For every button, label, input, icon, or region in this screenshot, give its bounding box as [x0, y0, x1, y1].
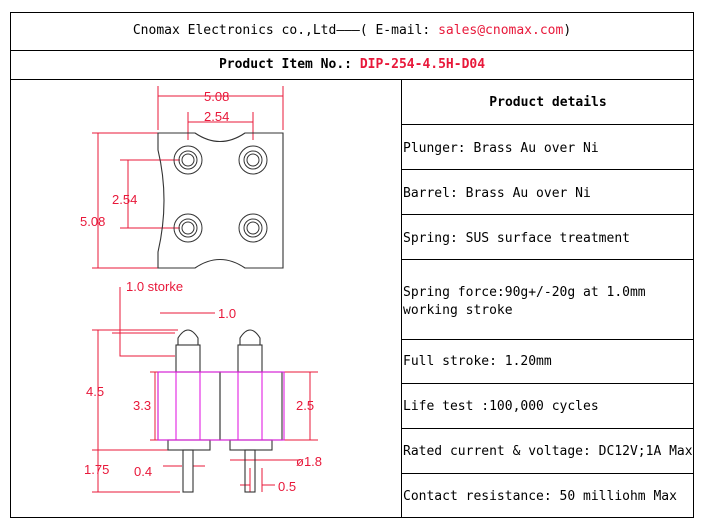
- item-number: DIP-254-4.5H-D04: [359, 57, 486, 72]
- technical-drawing: 5.08 2.54 2.54 5.08 1.0 storke 1.0 4.5 3…: [80, 86, 322, 494]
- dim-tip: 1.0: [218, 306, 236, 321]
- top-view-outline: [157, 132, 284, 269]
- side-view-outline: [157, 329, 283, 493]
- column-divider: [401, 79, 402, 518]
- detail-full-stroke: Full stroke: 1.20mm: [403, 354, 552, 369]
- row-divider: [402, 214, 694, 215]
- divider: [10, 50, 694, 51]
- dim-barrel: 2.5: [296, 398, 314, 413]
- dim-top-width: 5.08: [204, 89, 229, 104]
- row-divider: [402, 428, 694, 429]
- dim-total: 4.5: [86, 384, 104, 399]
- dim-tail: 1.75: [84, 462, 109, 477]
- company-name: Cnomax Electronics co.,Ltd———( E-mail:: [132, 23, 439, 38]
- company-header: Cnomax Electronics co.,Ltd———( E-mail: s…: [10, 23, 694, 38]
- item-label: Product Item No.:: [218, 57, 360, 72]
- row-divider: [402, 124, 694, 125]
- details-title: Product details: [489, 95, 607, 110]
- header-close: ): [563, 23, 572, 38]
- dim-body: 3.3: [133, 398, 151, 413]
- detail-plunger: Plunger: Brass Au over Ni: [403, 141, 599, 156]
- row-divider: [402, 169, 694, 170]
- dim-pitch-vertical: 2.54: [112, 192, 137, 207]
- dim-stroke: 1.0 storke: [126, 279, 183, 294]
- row-divider: [402, 473, 694, 474]
- row-divider: [402, 259, 694, 260]
- spec-sheet-frame: [10, 12, 694, 518]
- detail-rated: Rated current & voltage: DC12V;1A Max: [403, 444, 693, 459]
- dim-height: 5.08: [80, 214, 105, 229]
- detail-spring: Spring: SUS surface treatment: [403, 231, 630, 246]
- dim-pitch: 2.54: [204, 109, 229, 124]
- product-item: Product Item No.: DIP-254-4.5H-D04: [10, 57, 694, 72]
- detail-spring-force: Spring force:90g+/-20g at 1.0mm working …: [403, 285, 646, 318]
- detail-barrel: Barrel: Brass Au over Ni: [403, 186, 591, 201]
- divider: [10, 79, 694, 80]
- detail-life-test: Life test :100,000 cycles: [403, 399, 599, 414]
- row-divider: [402, 339, 694, 340]
- email-link[interactable]: sales@cnomax.com: [438, 23, 564, 38]
- dim-pin: 0.4: [134, 464, 152, 479]
- dim-pin2: 0.5: [278, 479, 296, 494]
- insulator-body: [157, 371, 285, 441]
- row-divider: [402, 383, 694, 384]
- detail-contact: Contact resistance: 50 milliohm Max: [403, 489, 677, 504]
- dimension-lines: [92, 86, 318, 493]
- pin-holes: [173, 145, 268, 243]
- dim-diameter: ø1.8: [296, 454, 322, 469]
